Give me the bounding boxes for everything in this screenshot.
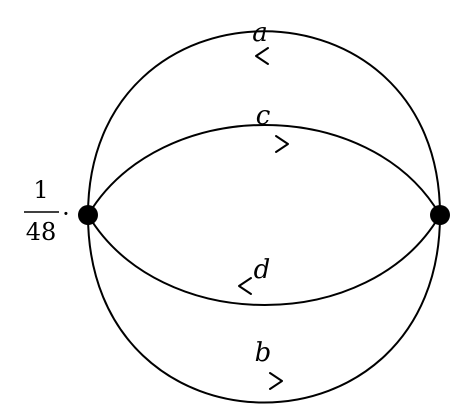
edge-a-label: a (252, 18, 268, 48)
vertex-left (78, 205, 98, 225)
edge-d-arrow-icon (238, 277, 252, 295)
coefficient-operator: · (62, 200, 70, 228)
edge-b-arrow-icon (269, 372, 283, 390)
edge-d-label: d (254, 255, 271, 285)
edge-c-arrow-icon (275, 135, 289, 153)
coefficient-denominator: 48 (26, 218, 57, 246)
coefficient: 1 48 · (24, 176, 70, 246)
edge-c (87, 124, 441, 216)
edge-b-label: b (255, 338, 272, 368)
edge-a (87, 30, 441, 216)
coefficient-numerator: 1 (33, 176, 48, 204)
edge-b (87, 214, 441, 404)
edge-c-label: c (256, 101, 271, 131)
vertex-right (430, 205, 450, 225)
edge-d (87, 214, 441, 306)
edge-a-arrow-icon (255, 47, 269, 65)
